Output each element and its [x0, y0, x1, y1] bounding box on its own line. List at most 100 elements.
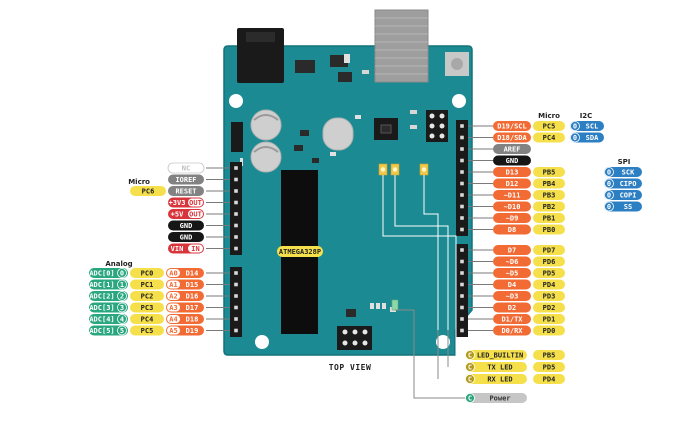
micro-label-pd4-bg: [533, 374, 565, 384]
pin-label-gnd-bg: [493, 155, 531, 166]
i2c-pill-text: SCL: [586, 123, 599, 131]
pin-label-d9-text: ~D9: [506, 215, 519, 223]
pin-label-d10: ~D10: [493, 201, 531, 212]
pin-label-aref: AREF: [493, 144, 531, 154]
adc-num-circle: [117, 291, 127, 301]
micro-label-pd5-text: PD5: [543, 270, 556, 278]
header-pin: [460, 204, 464, 209]
pin-label-d8-bg: [493, 224, 531, 235]
i2c-port-circle: [570, 132, 580, 143]
pin-label-d3-bg: [493, 291, 531, 301]
pin-label-d7: D7: [493, 245, 531, 255]
pin-label-d3: ~D3: [493, 291, 531, 301]
port-label-pc2-bg: [130, 291, 164, 301]
adc-num-text: 1: [120, 281, 124, 289]
led-port-circle: [465, 350, 475, 360]
micro-label-pd3-bg: [533, 291, 565, 301]
pin-label-nc-bg: [167, 162, 205, 174]
micro-label-pd4: PD4: [533, 374, 565, 384]
led-wire: [382, 175, 468, 356]
header-pin: [234, 328, 238, 333]
port-label-pc2-text: PC2: [141, 293, 154, 301]
pin-label-d8-text: D8: [508, 226, 516, 234]
micro-label-pd1-bg: [533, 314, 565, 324]
adc-label-3: ADC[3] 3: [89, 302, 128, 313]
port-label-pc5-bg: [130, 325, 164, 336]
micro-label-pb5: PB5: [533, 167, 565, 177]
header-pin: [460, 305, 464, 310]
pin-label-d4-text: D4: [508, 281, 516, 289]
led-pill-text: TX LED: [487, 364, 512, 372]
pin-label-d2: D2: [493, 302, 531, 313]
pin-label-d9: ~D9: [493, 213, 531, 223]
power-pill-text: +3V3: [169, 199, 186, 207]
header-pin: [234, 305, 238, 310]
micro-label-pd1-text: PD1: [543, 316, 556, 324]
power-led-wire: [395, 309, 468, 399]
power-tag-text: IN: [191, 245, 199, 253]
led-port-text: C: [468, 351, 472, 359]
header-pin: [234, 294, 238, 298]
led-port-text: C: [468, 363, 472, 371]
icsp-header: [337, 326, 372, 350]
pin-label-d18-sda: D18/SDA: [493, 132, 531, 143]
adc-pill-text: ADC[0]: [89, 270, 114, 278]
led-port-text: C: [468, 375, 472, 383]
adc-num-text: 4: [120, 315, 124, 323]
micro-label-pd6-bg: [533, 256, 565, 267]
mounting-hole: [436, 335, 450, 349]
adc-label-2: ADC[2]2: [89, 291, 128, 301]
adc-num-circle: [117, 325, 127, 336]
adc-num-text: 3: [120, 304, 124, 312]
capacitor: [250, 141, 282, 173]
pin-label-d19-scl: D19/SCL: [493, 121, 531, 131]
digital-pill-text: D16: [186, 293, 199, 301]
micro-label-pc5: PC5: [533, 121, 565, 131]
header-pin: [460, 170, 464, 174]
led-wire: [423, 175, 468, 380]
header-pin: [460, 124, 464, 128]
micro-label-pd2: PD2: [533, 302, 565, 313]
adc-num-circle: [117, 314, 127, 324]
pin-label-gnd: GND: [168, 232, 204, 242]
spi-port-circle: [604, 167, 614, 177]
micro-label-pc6: PC6: [130, 186, 166, 196]
usb-connector: [374, 9, 429, 83]
spi-port-circle: [604, 178, 614, 189]
header-pin: [460, 181, 464, 186]
header-pin: [460, 248, 464, 252]
micro-label-pb2: PB2: [533, 201, 565, 212]
pin-label-d9-bg: [493, 213, 531, 223]
pin-label-d0-rx-bg: [493, 325, 531, 336]
led-port-circle: [465, 362, 475, 372]
adc-num-circle: [117, 268, 127, 278]
spi-pill-bg: [604, 178, 642, 189]
header-pin: [234, 282, 238, 287]
micro-header-right: Micro: [538, 112, 560, 120]
spi-port-text: 0: [607, 203, 611, 211]
micro-label-pc4-text: PC4: [543, 134, 556, 142]
port-label-pc5: PC5: [130, 325, 164, 336]
pin-label-d7-bg: [493, 245, 531, 255]
micro-label-pb5-text: PB5: [543, 352, 556, 360]
micro-label-pd3-text: PD3: [543, 293, 556, 301]
pin-label-d18-sda-text: D18/SDA: [497, 134, 527, 142]
micro-label-pc5-bg: [533, 121, 565, 131]
icsp-header: [426, 110, 448, 142]
port-label-pc1-text: PC1: [141, 281, 154, 289]
adc-pill-text: ADC[3]: [89, 304, 114, 312]
digital-pill-text: D15: [186, 281, 199, 289]
micro-label-pd5: PD5: [533, 268, 565, 278]
header-pin: [460, 259, 464, 264]
port-label-pc3-bg: [130, 302, 164, 313]
adc-num-circle: [117, 279, 127, 290]
micro-label-pb5-text: PB5: [543, 169, 556, 177]
micro-label-pd3: PD3: [533, 291, 565, 301]
